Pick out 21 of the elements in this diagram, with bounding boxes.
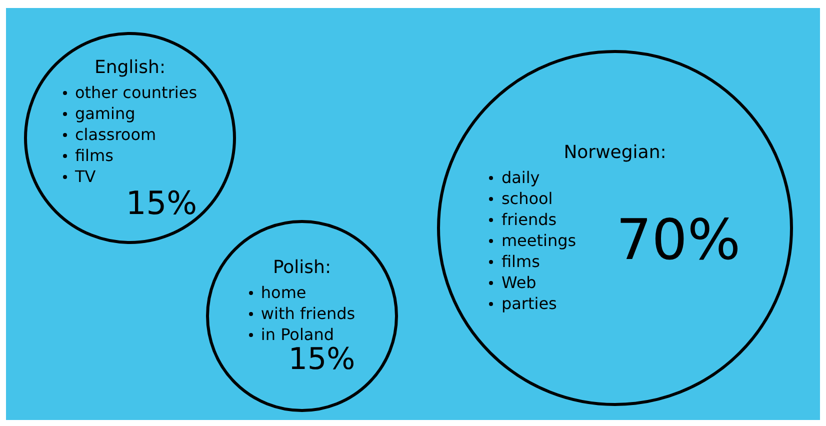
list-item: meetings	[501, 231, 576, 251]
percentage: 15%	[288, 345, 356, 375]
list-item: films	[501, 252, 540, 272]
list-item: Web	[501, 273, 536, 293]
list-item: friends	[501, 210, 557, 230]
list-item: films	[74, 146, 114, 166]
list-item: other countries	[74, 83, 198, 103]
list-item: classroom	[74, 125, 156, 145]
percentage: 70%	[616, 213, 741, 269]
list-item: gaming	[74, 104, 136, 124]
heading: Norwegian:	[564, 142, 666, 164]
list-item: TV	[74, 167, 96, 187]
list-item: school	[501, 189, 553, 209]
list-item: home	[260, 283, 306, 303]
list-item: in Poland	[260, 325, 334, 345]
list-item: parties	[501, 294, 557, 314]
list-item: daily	[501, 168, 540, 188]
heading: English:	[94, 57, 166, 79]
heading: Polish:	[272, 257, 332, 279]
percentage: 15%	[126, 187, 198, 219]
list-item: with friends	[260, 304, 356, 324]
